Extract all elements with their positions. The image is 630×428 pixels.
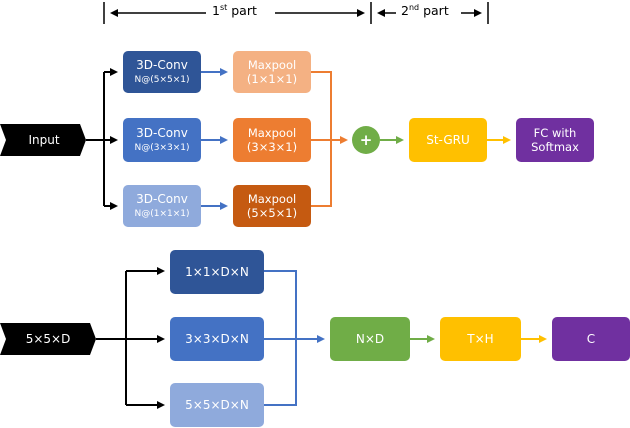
kernel-5x5-node: 5×5×D×N (170, 383, 264, 427)
nd-node: N×D (330, 317, 410, 361)
kernel-1x1-node: 1×1×D×N (170, 250, 264, 294)
th-node: T×H (440, 317, 521, 361)
input-node: Input (28, 132, 60, 147)
bottom-input-tag-shape (0, 323, 96, 355)
c-node: C (552, 317, 630, 361)
maxpool-3x3-node: Maxpool(3×3×1) (233, 118, 311, 162)
conv-to-pool-arrows (201, 68, 228, 210)
part2-bracket (377, 2, 489, 24)
stgru-node: St-GRU (409, 118, 487, 162)
bottom-merge-arrows (264, 270, 325, 406)
bottom-input-node: 5×5×D (25, 331, 71, 346)
top-splitter-arrows (86, 68, 118, 210)
part1-label: 1st part (212, 3, 257, 19)
input-tag-shape (0, 124, 86, 156)
pool-merge-arrows (311, 71, 348, 207)
kernel-3x3-node: 3×3×D×N (170, 317, 264, 361)
bottom-splitter-arrows (96, 267, 165, 409)
concat-plus-node: + (352, 126, 380, 154)
maxpool-5x5-node: Maxpool(5×5×1) (233, 185, 311, 227)
maxpool-1x1-node: Maxpool(1×1×1) (233, 51, 311, 93)
part2-label: 2nd part (401, 3, 449, 19)
part1-bracket (103, 2, 372, 24)
